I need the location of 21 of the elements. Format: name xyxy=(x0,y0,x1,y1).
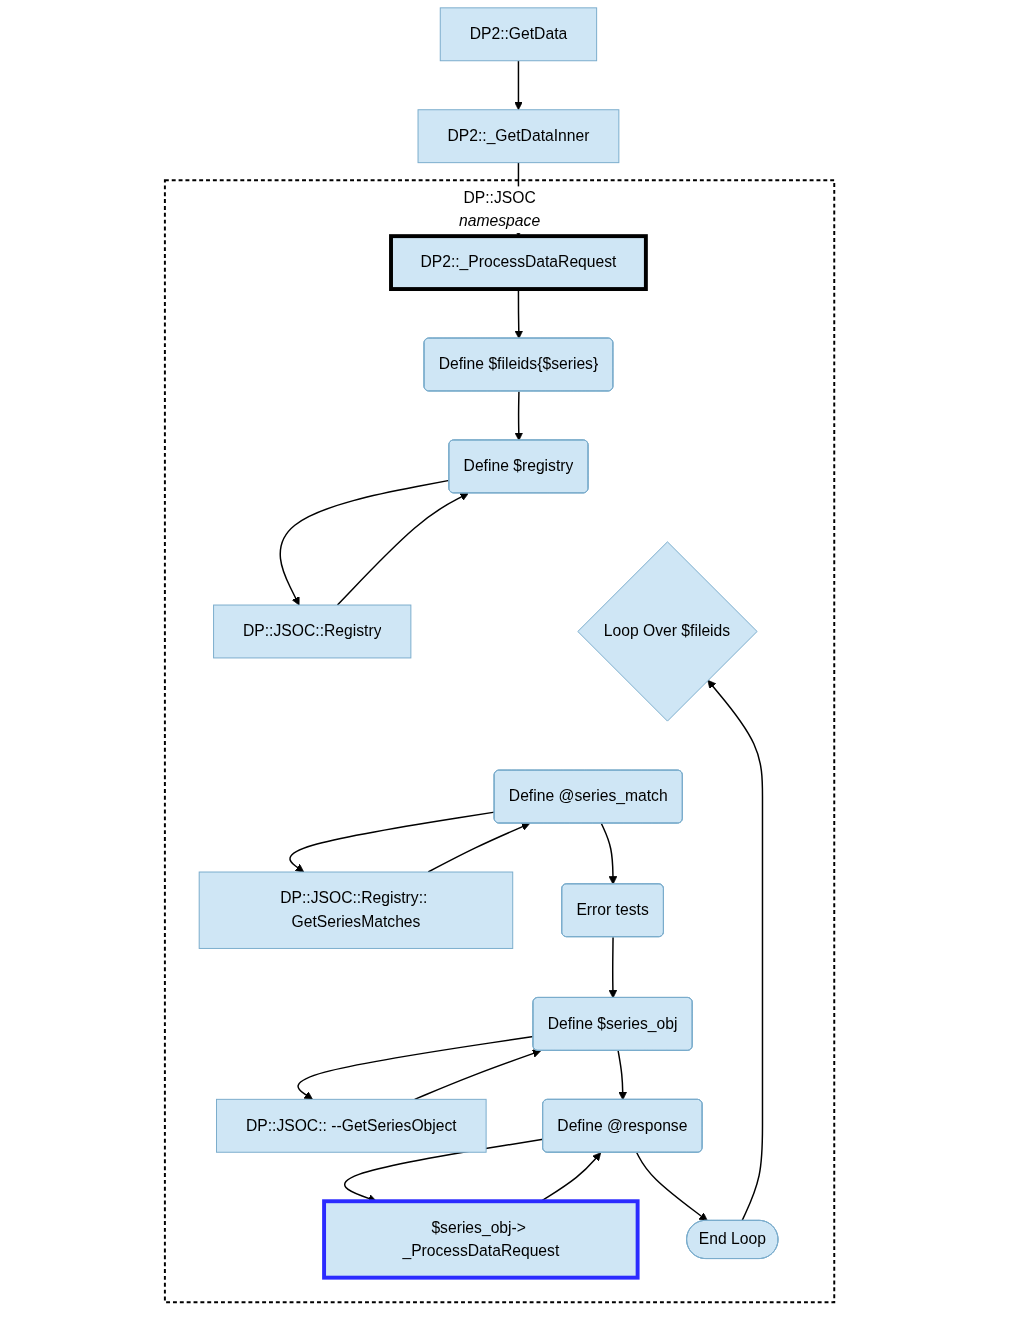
arrow xyxy=(289,811,496,873)
node-box: DP2::_GetDataInner xyxy=(417,109,620,164)
arrow xyxy=(514,390,524,441)
arrow xyxy=(297,1035,535,1100)
node-diamond: Loop Over $fileids xyxy=(577,541,758,722)
arrow xyxy=(414,1049,542,1101)
arrow xyxy=(601,822,618,885)
node-box: DP2::GetData xyxy=(440,7,598,62)
arrow xyxy=(514,60,524,111)
arrow xyxy=(279,479,451,606)
arrow xyxy=(337,492,470,606)
arrow xyxy=(617,1050,628,1101)
arrow xyxy=(636,1152,709,1222)
node-box: DP::JSOC:: --GetSeriesObject xyxy=(216,1098,488,1153)
node-box: $series_obj-> _ProcessDataRequest xyxy=(322,1199,640,1280)
arrow xyxy=(609,936,618,999)
node-box: DP::JSOC::Registry:: GetSeriesMatches xyxy=(199,871,514,949)
node-box: DP::JSOC::Registry xyxy=(213,604,412,659)
arrow xyxy=(707,679,764,1222)
arrow xyxy=(427,822,531,873)
node-box: DP2::_ProcessDataRequest xyxy=(389,234,649,291)
